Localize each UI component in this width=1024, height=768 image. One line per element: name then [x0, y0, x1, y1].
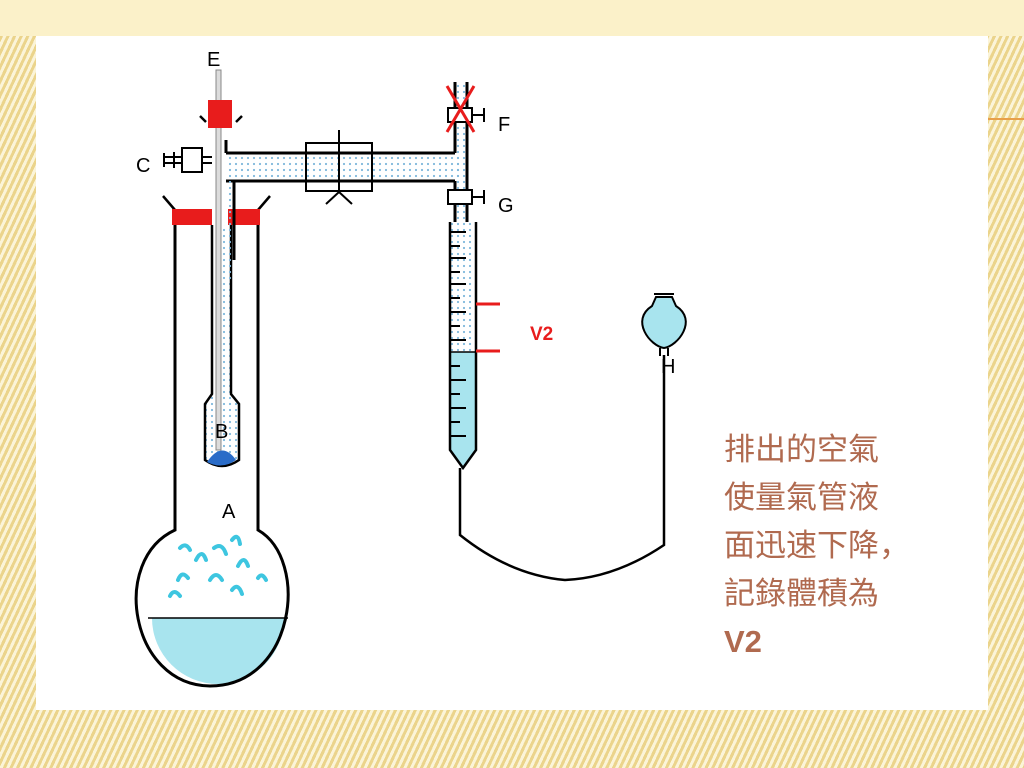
label-h: H: [661, 356, 675, 378]
rubber-tubing: [458, 355, 666, 582]
caption-line: 排出的空氣: [724, 432, 879, 468]
flask-lip-left: [162, 195, 176, 211]
burette-gas: [450, 222, 476, 352]
tube-b-outline: [203, 225, 241, 468]
label-a: A: [222, 501, 236, 523]
valve-f-cross-mark: [445, 85, 476, 133]
gas-bubbles: [168, 534, 268, 598]
joint-box: [305, 130, 373, 205]
label-g: G: [498, 195, 514, 217]
valve-g: [447, 189, 485, 205]
decorative-line: [988, 118, 1024, 120]
flask-outline: [134, 218, 290, 688]
connecting-tube: [224, 140, 462, 281]
caption-volume: V2: [724, 624, 762, 659]
label-c: C: [136, 155, 150, 177]
flask-stopper-left: [172, 209, 212, 225]
label-f: F: [498, 114, 510, 136]
gas-burette: [448, 222, 500, 471]
flask-lip-right: [257, 195, 271, 211]
reagent-b: [207, 450, 236, 466]
top-band: [0, 0, 1024, 36]
label-e: E: [207, 49, 220, 71]
flask-a: [134, 195, 290, 688]
burette-water: [450, 352, 476, 468]
caption-text: 排出的空氣 使量氣管液 面迅速下降， 記錄體積為 V2: [724, 426, 964, 666]
tube-b: [203, 225, 241, 468]
valve-c: [163, 147, 212, 173]
top-stopper: [199, 100, 243, 128]
burette-scale: [450, 231, 466, 437]
flask-stopper-right: [228, 209, 260, 225]
leveling-funnel-h: [641, 293, 687, 356]
glass-rod-e: [215, 69, 222, 451]
caption-line: 使量氣管液: [724, 480, 879, 516]
caption-line: 記錄體積為: [724, 576, 879, 612]
burette-outline: [448, 222, 478, 471]
top-stopper-rubber: [208, 100, 232, 128]
caption-line: 面迅速下降，: [724, 528, 910, 564]
label-b: B: [215, 421, 228, 443]
valve-f: [445, 85, 485, 133]
label-v2: V2: [530, 324, 553, 345]
flask-water: [152, 618, 284, 684]
